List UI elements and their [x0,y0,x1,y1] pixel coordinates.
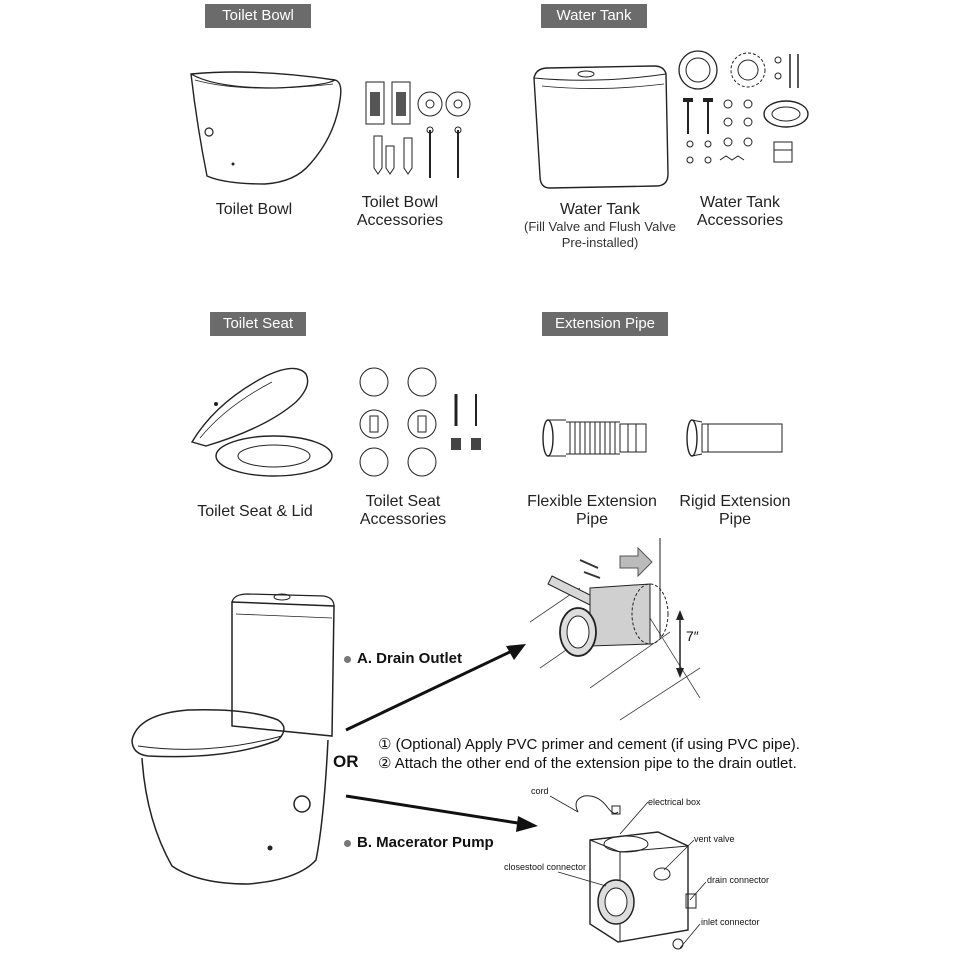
option-a-drain-outlet: A. Drain Outlet [344,650,462,667]
section-tag-toilet-bowl: Toilet Bowl [205,4,311,28]
water-tank-label: Water Tank (Fill Valve and Flush Valve P… [515,201,685,251]
assembled-toilet-image [128,590,340,890]
water-tank-accessories-image [674,46,814,170]
drain-outlet-detail-image [520,528,720,724]
toilet-seat-accessories-label: Toilet Seat Accessories [343,493,463,529]
water-tank-title: Water Tank [559,201,641,218]
toilet-seat-image [186,362,336,482]
pump-leader-lines [500,790,800,960]
rigid-extension-pipe-label: Rigid Extension Pipe [668,493,802,529]
bullet-dot [344,655,351,663]
option-a-label: A. Drain Outlet [357,650,463,667]
water-tank-note-line1: (Fill Valve and Flush Valve [524,219,676,234]
toilet-bowl-accessories-image [360,78,475,183]
install-steps: ① (Optional) Apply PVC primer and cement… [378,735,800,773]
water-tank-accessories-line2: Accessories [696,212,784,229]
toilet-bowl-accessories-line2: Accessories [356,212,444,229]
section-tag-water-tank: Water Tank [541,4,647,28]
bullet-dot [344,839,351,847]
toilet-bowl-label: Toilet Bowl [215,201,293,218]
install-step-1: ① (Optional) Apply PVC primer and cement… [378,736,800,753]
pump-label-cord: cord [531,786,549,796]
water-tank-image [528,62,674,192]
toilet-bowl-image [185,66,345,191]
toilet-seat-accessories-image [356,366,496,480]
pump-label-drain-connector: drain connector [707,875,770,885]
toilet-seat-accessories-line1: Toilet Seat [365,493,441,510]
toilet-bowl-accessories-line1: Toilet Bowl [361,194,439,211]
toilet-bowl-accessories-label: Toilet Bowl Accessories [340,194,460,230]
rigid-extension-pipe-line1: Rigid Extension [679,493,791,510]
option-b-macerator-pump: B. Macerator Pump [344,834,494,851]
option-b-label: B. Macerator Pump [357,834,494,851]
arrows-overlay [340,630,560,840]
toilet-seat-accessories-line2: Accessories [359,511,447,528]
section-tag-extension-pipe: Extension Pipe [542,312,668,336]
pump-label-closestool-connector: closestool connector [504,862,587,872]
pump-label-vent-valve: vent valve [694,834,735,844]
install-step-2: ② Attach the other end of the extension … [378,755,797,772]
flexible-extension-pipe-line1: Flexible Extension [527,493,657,510]
rigid-extension-pipe-line2: Pipe [718,511,752,528]
drain-height-dimension: 7″ [686,628,699,644]
pump-label-inlet-connector: inlet connector [701,917,760,927]
water-tank-accessories-label: Water Tank Accessories [680,194,800,230]
or-label: OR [333,752,359,771]
water-tank-note-line2: Pre-installed) [561,235,639,250]
macerator-pump-image [568,790,708,956]
pump-label-electrical-box: electrical box [648,797,701,807]
toilet-seat-label: Toilet Seat & Lid [197,503,313,520]
rigid-extension-pipe-image [684,414,788,462]
flexible-extension-pipe-image [540,414,652,462]
water-tank-accessories-line1: Water Tank [699,194,781,211]
flexible-extension-pipe-line2: Pipe [575,511,609,528]
flexible-extension-pipe-label: Flexible Extension Pipe [517,493,667,529]
section-tag-toilet-seat: Toilet Seat [210,312,306,336]
